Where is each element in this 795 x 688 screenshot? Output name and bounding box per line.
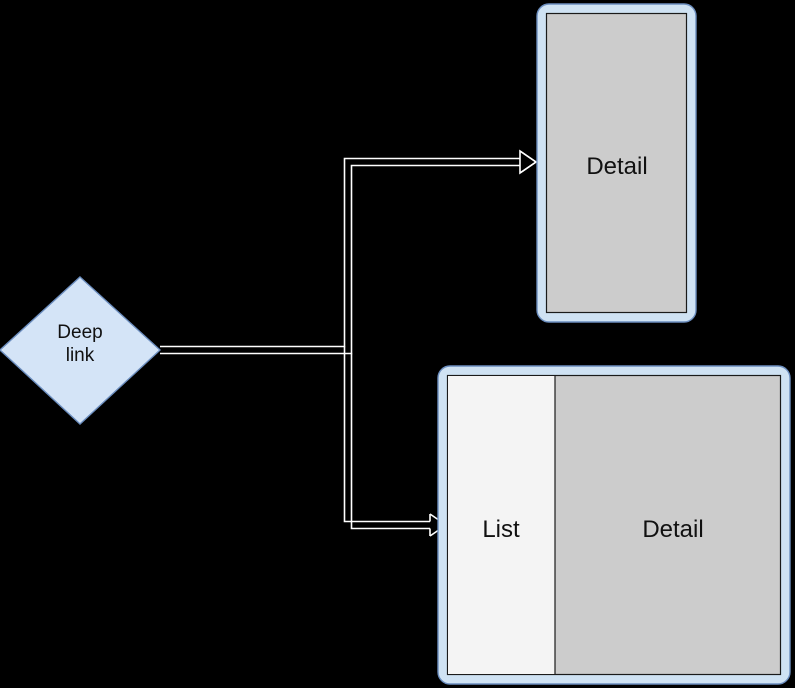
detail-screen-panel — [545, 12, 688, 314]
connector-deep-link-to-list-detail — [343, 346, 448, 537]
node-deep-link[interactable] — [0, 276, 162, 425]
diamond-shape — [0, 276, 162, 425]
node-list-detail-screen[interactable] — [437, 365, 791, 685]
arrowhead-to-detail — [519, 149, 538, 175]
connector-deep-link-to-detail — [160, 149, 538, 355]
list-pane — [448, 376, 555, 674]
node-detail-screen[interactable] — [536, 3, 697, 323]
